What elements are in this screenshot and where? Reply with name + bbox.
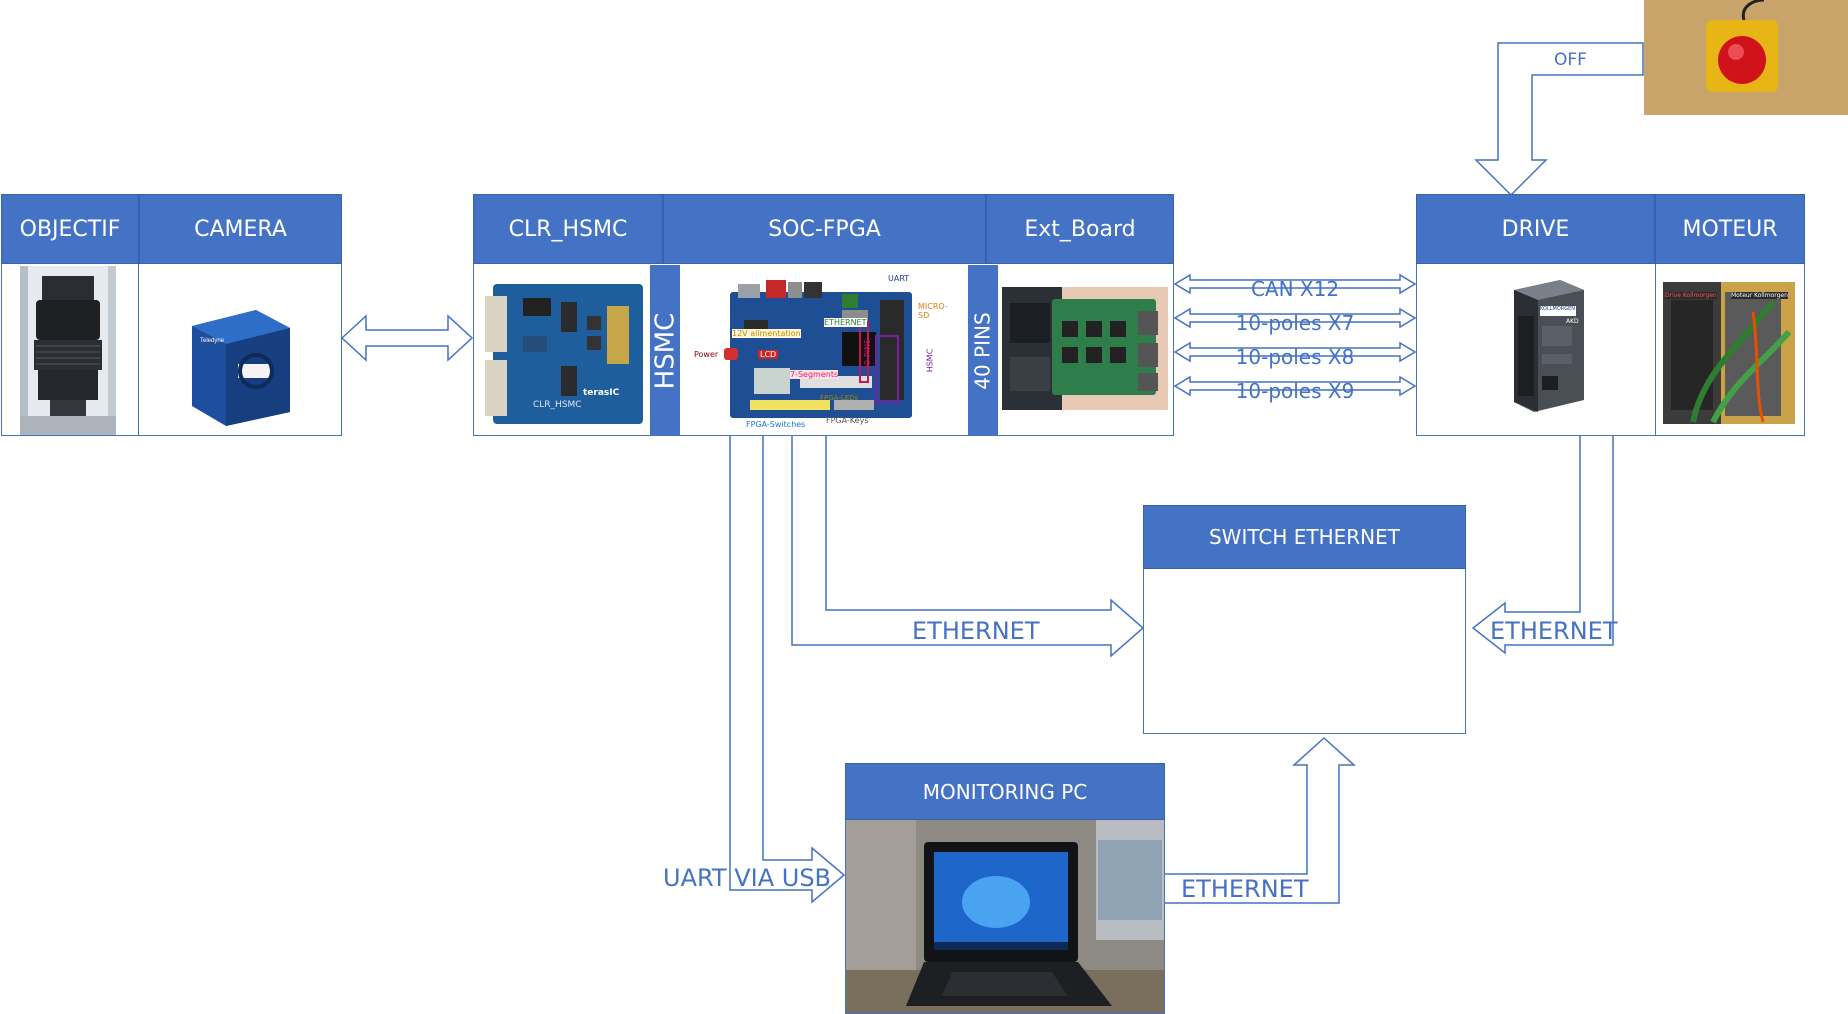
soc-fpga-photo: UART ETHERNET MICRO-SD 12V alimentation … [694, 274, 948, 429]
pc-switch-ethernet-arrow [1163, 736, 1356, 904]
ethernet-drive-label: ETHERNET [1490, 617, 1618, 645]
soc-fpga-board-graphic [730, 280, 912, 418]
power-button-marker [724, 348, 738, 360]
ethernet-fpga-label: ETHERNET [912, 617, 1040, 645]
anno-40-pins-label: 40-PINS [863, 338, 873, 371]
monitoring-pc-photo [846, 820, 1164, 1013]
motor-tag: Moteur Kollmorgen [1731, 292, 1788, 299]
anno-uart: UART [888, 274, 910, 283]
lens-photo [20, 266, 116, 435]
anno-fpga-switches: FPGA-Switches [746, 420, 806, 429]
terasic-logo: terasIC [583, 388, 620, 398]
lens-icon [20, 266, 116, 435]
pins40-band: 40 PINS [968, 265, 998, 436]
uart-usb-label: UART VIA USB [663, 864, 832, 892]
drive-moteur-divider [1655, 264, 1656, 436]
anno-power: Power [694, 350, 719, 359]
drive-graphic [1514, 280, 1584, 412]
monitoring-pc-header: MONITORING PC [845, 763, 1165, 820]
anno-ethernet: ETHERNET [824, 318, 867, 327]
clr-board-print: CLR_HSMC [533, 400, 582, 410]
anno-lcd: LCD [758, 350, 779, 359]
hsmc-band-label: HSMC [650, 312, 680, 389]
off-arrow [1474, 42, 1644, 197]
camera-photo: Teledyne [186, 296, 296, 428]
emergency-stop-icon [1644, 0, 1848, 115]
clr-hsmc-board-graphic [483, 276, 646, 428]
drive-model: AKD [1566, 318, 1579, 325]
anno-alimentation: 12V alimentation [732, 329, 801, 338]
drive-tag: Drive Kollmorgen [1665, 292, 1717, 299]
bus-label-can-x12: CAN X12 [1250, 277, 1340, 301]
bus-arrow-x9 [1173, 375, 1417, 397]
bus-arrow-x7 [1173, 307, 1417, 329]
fpga-switch-ethernet-arrow [791, 434, 1145, 658]
off-label: OFF [1554, 50, 1587, 70]
clr-hsmc-photo: CLR_HSMC terasIC [483, 276, 646, 428]
moteur-header: MOTEUR [1655, 194, 1805, 264]
pins40-band-label: 40 PINS [971, 311, 996, 390]
drive-header: DRIVE [1416, 194, 1655, 264]
drive-photo: KOLLMORGEN AKD [1498, 276, 1588, 416]
camera-icon: Teledyne [192, 310, 290, 426]
bus-label-x9: 10-poles X9 [1235, 379, 1355, 403]
uart-usb-arrow [729, 434, 846, 904]
clr-hsmc-header: CLR_HSMC [473, 194, 663, 264]
anno-fpga-leds: FPGA-LEDs [820, 394, 859, 402]
ethernet-pc-label: ETHERNET [1181, 875, 1309, 903]
ext-board-photo [1002, 287, 1168, 410]
soc-fpga-header: SOC-FPGA [663, 194, 986, 264]
ext-board-graphic [1002, 287, 1168, 410]
objectif-camera-divider [138, 264, 139, 436]
moteur-photo: Drive Kollmorgen Moteur Kollmorgen [1663, 282, 1795, 424]
bus-label-x8: 10-poles X8 [1235, 345, 1355, 369]
anno-hsmc-label: HSMC [925, 348, 935, 373]
anno-seven-segments: 7-Segments [790, 370, 839, 379]
switch-ethernet-header: SWITCH ETHERNET [1143, 505, 1466, 569]
emergency-stop-photo [1644, 0, 1848, 115]
hsmc-band: HSMC [650, 265, 680, 436]
svg-text:Teledyne: Teledyne [200, 338, 225, 344]
bus-label-x7: 10-poles X7 [1235, 311, 1355, 335]
camera-header: CAMERA [139, 194, 342, 264]
anno-micro-sd: MICRO-SD [918, 302, 948, 320]
bus-arrow-x8 [1173, 341, 1417, 363]
drive-switch-ethernet-arrow [1471, 434, 1614, 655]
objectif-header: OBJECTIF [1, 194, 139, 264]
anno-fpga-keys: FPGA-Keys [826, 416, 869, 425]
drive-brand: KOLLMORGEN [1540, 306, 1576, 312]
moteur-graphic [1663, 282, 1795, 424]
laptop-icon [846, 820, 1164, 1013]
ext-board-header: Ext_Board [986, 194, 1174, 264]
bus-arrow-can [1173, 273, 1417, 295]
camera-clr-arrow [340, 314, 474, 362]
